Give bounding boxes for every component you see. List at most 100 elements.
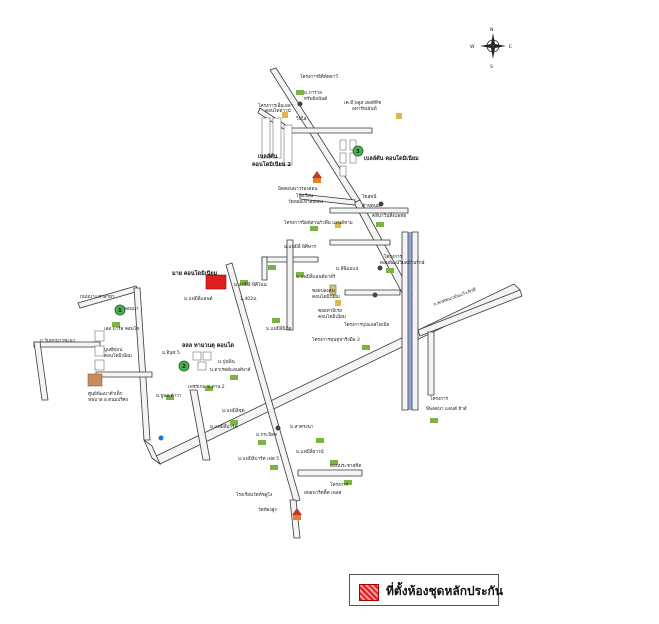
highway-median [408, 232, 412, 410]
place-label: คอนโดมิเนียม 2 [252, 160, 291, 168]
point-icon [372, 292, 378, 298]
marker-1[interactable]: 1 [114, 304, 126, 316]
place-label: ดอนประชาสุขิต [330, 463, 361, 469]
shop-icon [396, 113, 402, 119]
place-label: คลีนาวินสิ่งแพทย [372, 212, 406, 219]
place-label: คอนโดมิเนียม [318, 313, 346, 320]
shop-icon [282, 112, 288, 118]
main-road-west [143, 438, 161, 466]
place-label: โครงการธิติพัทธาวี [300, 73, 338, 80]
place-label: บูนซ์ทุมน [104, 346, 123, 353]
place-label: ฟพบาล อ.ตนมปริศง [88, 397, 128, 403]
landmark-icons [112, 90, 438, 520]
compass-icon: N S E W [470, 27, 512, 70]
east-ramp [417, 289, 523, 337]
junction-lane [189, 389, 211, 461]
top-cross-road [289, 127, 373, 134]
house-icon [362, 345, 370, 350]
road-label: ถนนบาง ศาลายา [80, 294, 115, 300]
point-icon [297, 101, 303, 107]
building-blocks [87, 117, 357, 387]
place-label: ม.แฟมิลี่ปาร์ค เฟส 5 [238, 455, 279, 462]
place-label: ลลล ทามวนตุ คอนโด [182, 341, 234, 349]
shop-icon [335, 222, 341, 228]
house-icon [386, 268, 394, 273]
temple-icon [312, 171, 322, 183]
left-low-road [95, 371, 153, 378]
house-icon [344, 480, 352, 485]
house-icon [310, 226, 318, 231]
place-label: อพธพาริตติ้ค เพลส [304, 489, 342, 496]
place-label: ม.แฟมิลี่แลนด์ [184, 295, 212, 302]
temple-icon [292, 508, 302, 520]
marker-3[interactable]: 3 [352, 145, 364, 157]
subject-property[interactable] [205, 274, 227, 290]
house-icon [296, 90, 304, 95]
place-label: ม.ดาเรดด์แลนด์พาส์ [210, 366, 251, 373]
road-label: ถ.วัมหกนาวชะนา [40, 337, 76, 344]
place-label: ซอยปลงคน [312, 288, 336, 294]
shop-icon [335, 300, 341, 306]
place-label: โรงเรียน [296, 192, 314, 199]
house-icon [270, 465, 278, 470]
place-label: โครงการปิยพ์สวนกัวพืน แอนด์ทาม [284, 219, 353, 226]
place-label: โครงการบุปแอสโตเมีย [344, 321, 389, 328]
place-label: ไขสุพนี [361, 193, 377, 200]
place-label: ม.แฟมิลี่ชุด [222, 407, 245, 414]
place-label: ค้าขุดนม [362, 203, 380, 209]
place-label: ม.อินุช 5 [162, 350, 180, 356]
compass-west-label: W [470, 44, 475, 50]
compass-east-label: E [509, 44, 512, 50]
road-label: ก.พรศพนามันแก้วภักที [432, 286, 476, 308]
marker-2-label: 2 [182, 364, 186, 370]
house-icon [258, 440, 266, 445]
house-icon [430, 418, 438, 423]
place-label: เบลล์ตัน [258, 153, 278, 160]
place-label: ม.แฟมิลี่แลนต์พาลั่ร์ [296, 273, 336, 280]
mid-east-road [344, 289, 401, 296]
distance-label: 1,402ม. [240, 296, 258, 302]
family-road-v2 [261, 256, 268, 281]
place-label: วัดท้องสูง [258, 506, 277, 513]
place-label: คอนโดมิเนียม [312, 293, 340, 300]
marker-2[interactable]: 2 [178, 360, 190, 372]
upper-east-road [329, 239, 391, 246]
place-label: เพชรเกม ซ.หาน 2 [188, 384, 225, 390]
marker-3-label: 3 [356, 149, 360, 155]
place-label: โครงการ [384, 253, 403, 260]
place-label: เลอ ปารีส คอนโด [104, 325, 139, 332]
east-branch [427, 331, 435, 396]
legend: ที่ตั้งห้องชุดหลักประกัน [349, 574, 503, 606]
house-icon [166, 395, 174, 400]
road-network [33, 67, 523, 539]
place-label: ศูนย์พัฒนาตัวเด็ก [88, 389, 123, 397]
house-icon [272, 318, 280, 323]
family-road-v [286, 239, 294, 331]
house-icon [240, 280, 248, 285]
place-label: ม.กระบิดต [256, 432, 277, 438]
point-icon [377, 265, 383, 271]
point-icon [158, 435, 164, 441]
highway-right [411, 231, 419, 411]
central-road-south [225, 262, 301, 503]
place-label: ทรัพย์อนันต์ [304, 95, 327, 102]
point-icon [275, 425, 281, 431]
place-label: โครงการ [330, 481, 349, 488]
house-icon [296, 272, 304, 277]
place-label: ม.แฟมิลี่ พิศิโฉน [234, 281, 268, 288]
place-label: โครงการทุนทุหาริงมือ 3 [312, 336, 360, 343]
place-label: ซอยทามิเรย [318, 308, 342, 314]
place-label: ดอนพัฒน์วิมลบ้านรักษ์ [380, 259, 425, 266]
place-label: โครงการเอ็มเอลา [258, 101, 294, 109]
place-label: คอนโดมิเนียม [104, 352, 132, 359]
place-label: อพาร์ทเม้นท์ [352, 105, 377, 112]
legend-swatch [359, 584, 379, 601]
point-icon [378, 201, 384, 207]
left-side-road [33, 341, 49, 401]
place-label: เบลล์ตัน คอนโดมิเนียม [364, 154, 419, 162]
place-label: ม.ลีพิมมแป [336, 265, 358, 272]
place-label: ม.ธูพอ.ด้าวา [156, 393, 182, 399]
house-icon [205, 386, 213, 391]
house-icon [230, 420, 238, 425]
